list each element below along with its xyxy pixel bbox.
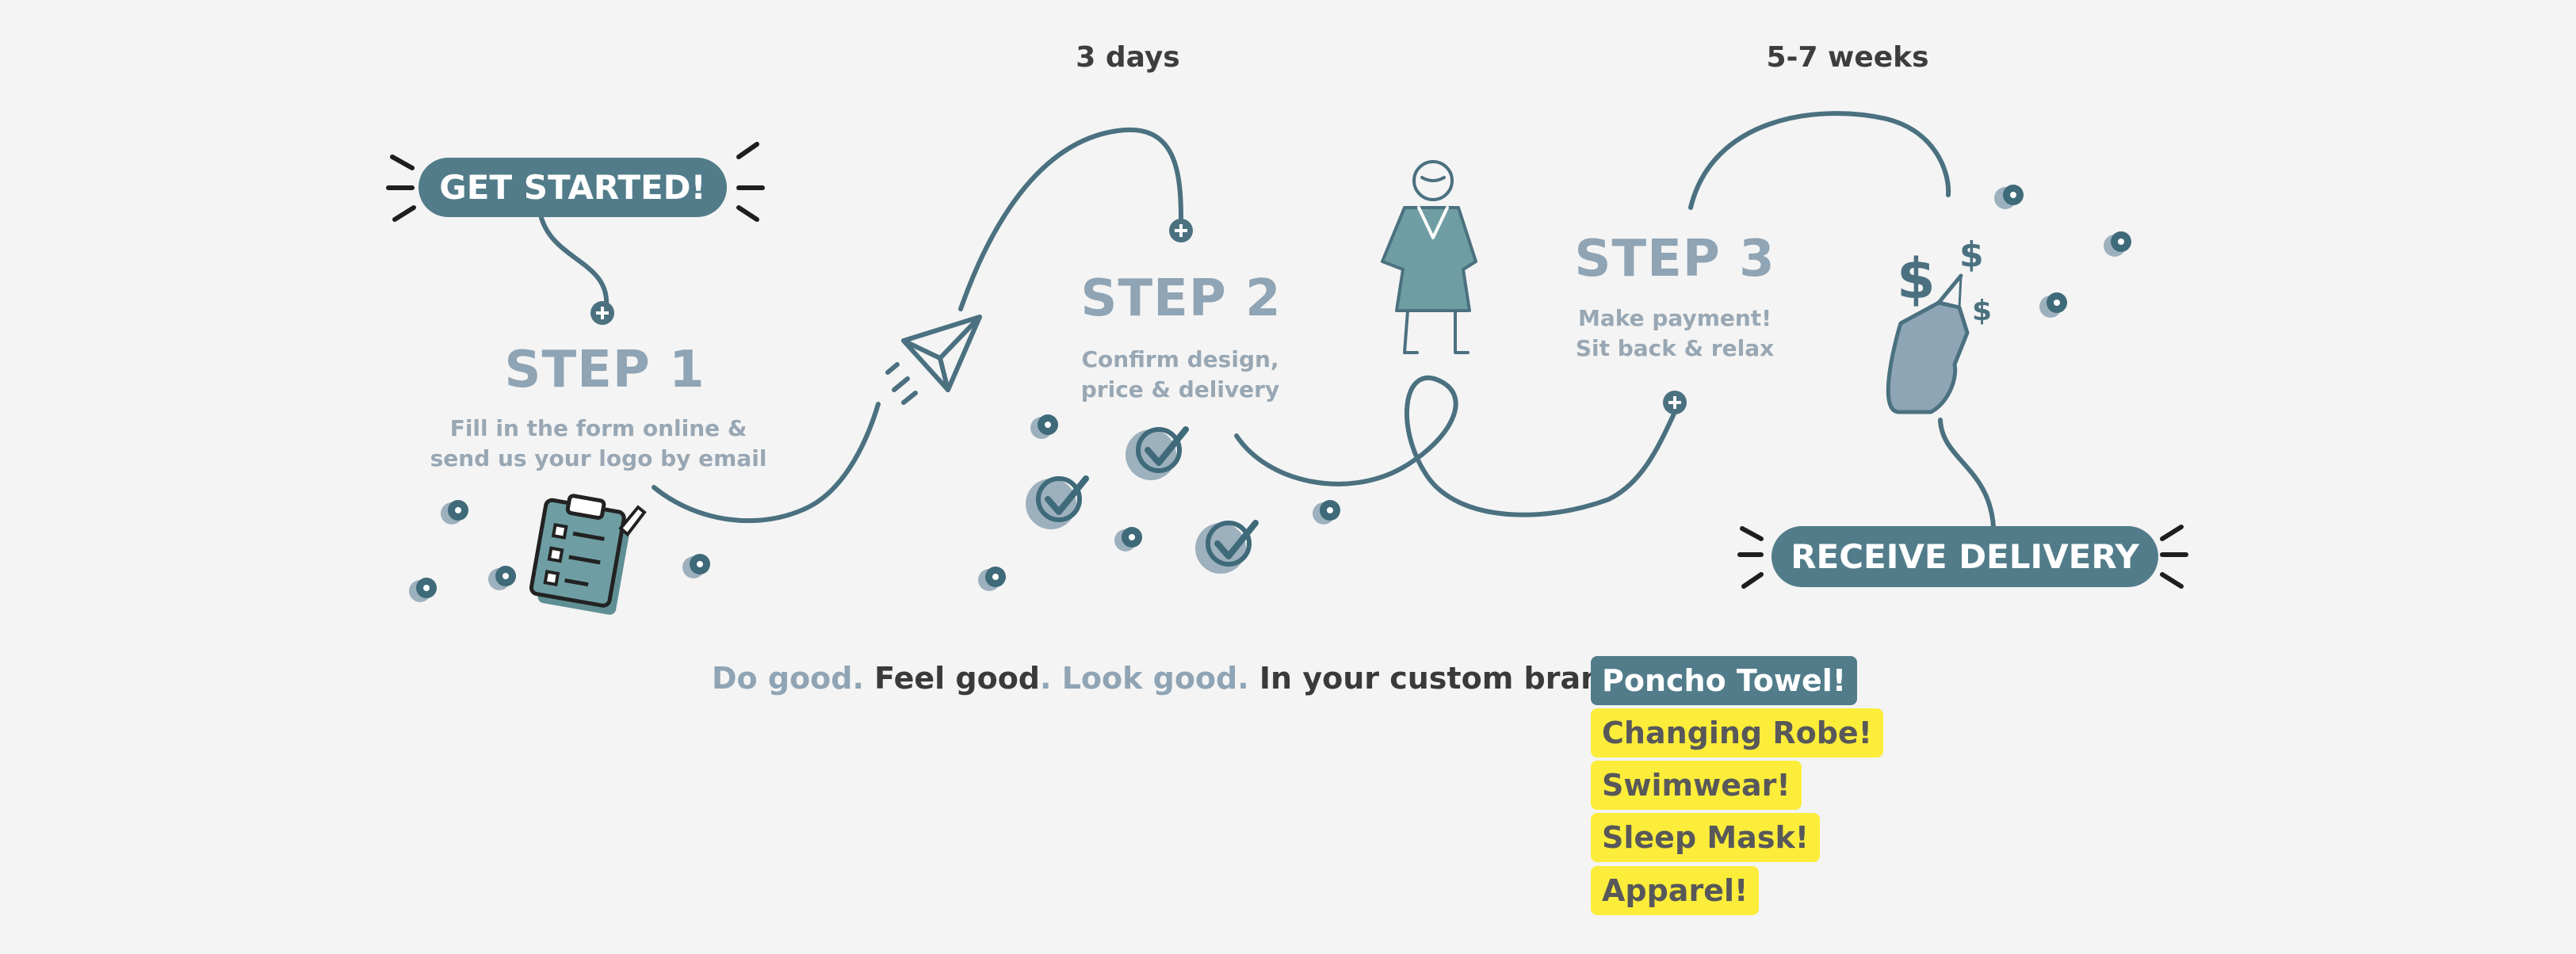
step-1-title: STEP 1 (504, 341, 705, 399)
step-1-description: Fill in the form online & send us your l… (408, 414, 789, 474)
checkmark-icon (1026, 475, 1089, 529)
path-step2-to-step3 (1234, 376, 1677, 517)
product-tag-swimwear[interactable]: Swimwear! (1591, 761, 1802, 810)
duration-step2: 3 days (1076, 41, 1180, 74)
step-2-description: Confirm design, price & delivery (990, 345, 1370, 405)
product-tag-poncho-towel[interactable]: Poncho Towel! (1591, 656, 1858, 705)
plus-circle-icon (1663, 391, 1687, 414)
svg-text:$: $ (1972, 295, 1992, 327)
tagline-feel-good: Feel good (874, 661, 1041, 696)
checkmark-icon (1126, 426, 1189, 480)
checkmark-icon (1195, 520, 1259, 574)
tagline-look-good: Look good. (1061, 661, 1249, 696)
receive-delivery-button[interactable]: RECEIVE DELIVERY (1771, 526, 2158, 587)
duration-step3: 5-7 weeks (1766, 41, 1929, 74)
tagline: Do good. Feel good. Look good. In your c… (712, 654, 1665, 703)
path-start-to-step1 (539, 216, 610, 310)
tagline-dot: . (1040, 661, 1052, 696)
product-tag-changing-robe[interactable]: Changing Robe! (1591, 708, 1884, 757)
tagline-do-good: Do good. (712, 661, 864, 696)
sparkle-icon (386, 142, 2188, 589)
step-2-line-2: price & delivery (1080, 376, 1280, 403)
path-hand-to-delivery (1938, 418, 1996, 529)
step-3-title: STEP 3 (1574, 230, 1775, 288)
path-plane-to-step2 (958, 127, 1183, 311)
child-poncho-icon (1381, 160, 1477, 354)
pointing-hand-icon (1886, 273, 1970, 414)
dollar-icon: $ $ $ (1897, 235, 1992, 327)
svg-text:$: $ (1897, 246, 1936, 311)
plus-circle-icon (1169, 219, 1193, 242)
svg-text:$: $ (1959, 235, 1984, 275)
clipboard-icon (529, 494, 647, 615)
step-1-line-2: send us your logo by email (430, 445, 767, 471)
step-2-title: STEP 2 (1080, 269, 1282, 328)
step-1-line-1: Fill in the form online & (449, 415, 747, 441)
step-3-line-1: Make payment! (1578, 305, 1771, 331)
product-tag-apparel[interactable]: Apparel! (1591, 866, 1760, 915)
get-started-button[interactable]: GET STARTED! (419, 158, 727, 217)
step-3-line-2: Sit back & relax (1575, 335, 1775, 361)
path-step3-to-hand (1688, 111, 1951, 210)
step-2-line-1: Confirm design, (1081, 346, 1279, 372)
dot-icon (409, 185, 2131, 602)
step-3-description: Make payment! Sit back & relax (1485, 303, 1865, 364)
plus-circle-icon (590, 301, 614, 325)
path-step1-to-plane (652, 402, 881, 524)
product-tag-sleep-mask[interactable]: Sleep Mask! (1591, 813, 1821, 862)
paper-plane-icon (885, 315, 982, 405)
